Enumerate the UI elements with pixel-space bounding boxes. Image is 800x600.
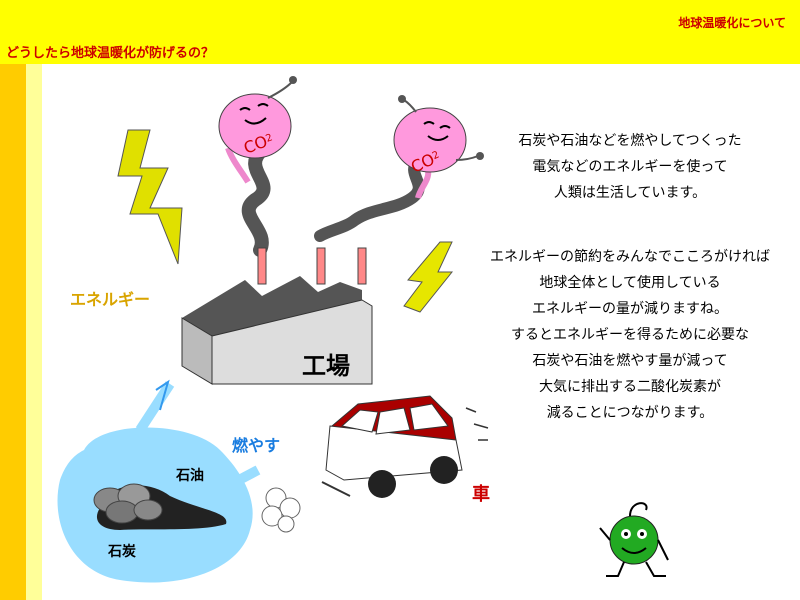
fuel-bubble [57,379,261,583]
header-bar: 地球温暖化について どうしたら地球温暖化が防げるの？ [0,0,800,64]
text-line: 電気などのエネルギーを使って [532,159,728,175]
text-line: 石炭や石油などを燃やしてつくった [518,133,742,149]
explanation-paragraph-2: エネルギーの節約をみんなでこころがければ 地球全体として使用している エネルギー… [470,244,790,426]
burn-label: 燃やす [232,436,281,455]
lightning-bolt-left-icon [117,129,183,265]
mascot-character [599,502,669,577]
text-line: 人類は生活しています。 [553,185,707,201]
text-line: エネルギーの節約をみんなでこころがければ [490,249,770,265]
exhaust-puff [261,487,301,533]
smoke-left [241,143,271,257]
text-line: 地球全体として使用している [539,275,721,291]
breadcrumb[interactable]: 地球温暖化について [678,16,786,30]
energy-label: エネルギー [70,290,151,309]
coal-label: 石炭 [108,544,136,560]
explanation-paragraph-1: 石炭や石油などを燃やしてつくった 電気などのエネルギーを使って 人類は生活してい… [470,128,790,206]
smoke-right [314,154,425,242]
text-line: 大気に排出する二酸化炭素が [539,379,721,395]
text-line: するとエネルギーを得るために必要な [511,327,749,343]
car-label: 車 [472,484,490,505]
co2-character-left: CO2 [218,76,297,184]
lightning-bolt-right-icon [403,241,454,313]
text-line: 減ることにつながります。 [546,405,714,421]
co2-character-right: CO2 [393,95,484,199]
side-stripe-light [26,64,42,600]
factory-illustration [181,247,373,385]
side-stripe [0,64,26,600]
car-illustration [321,395,463,498]
text-line: 石炭や石油を燃やす量が減って [532,353,728,369]
oil-label: 石油 [176,468,204,484]
page-title: どうしたら地球温暖化が防げるの？ [6,46,215,61]
text-line: エネルギーの量が減りますね。 [532,301,728,317]
factory-label: 工場 [302,352,350,380]
